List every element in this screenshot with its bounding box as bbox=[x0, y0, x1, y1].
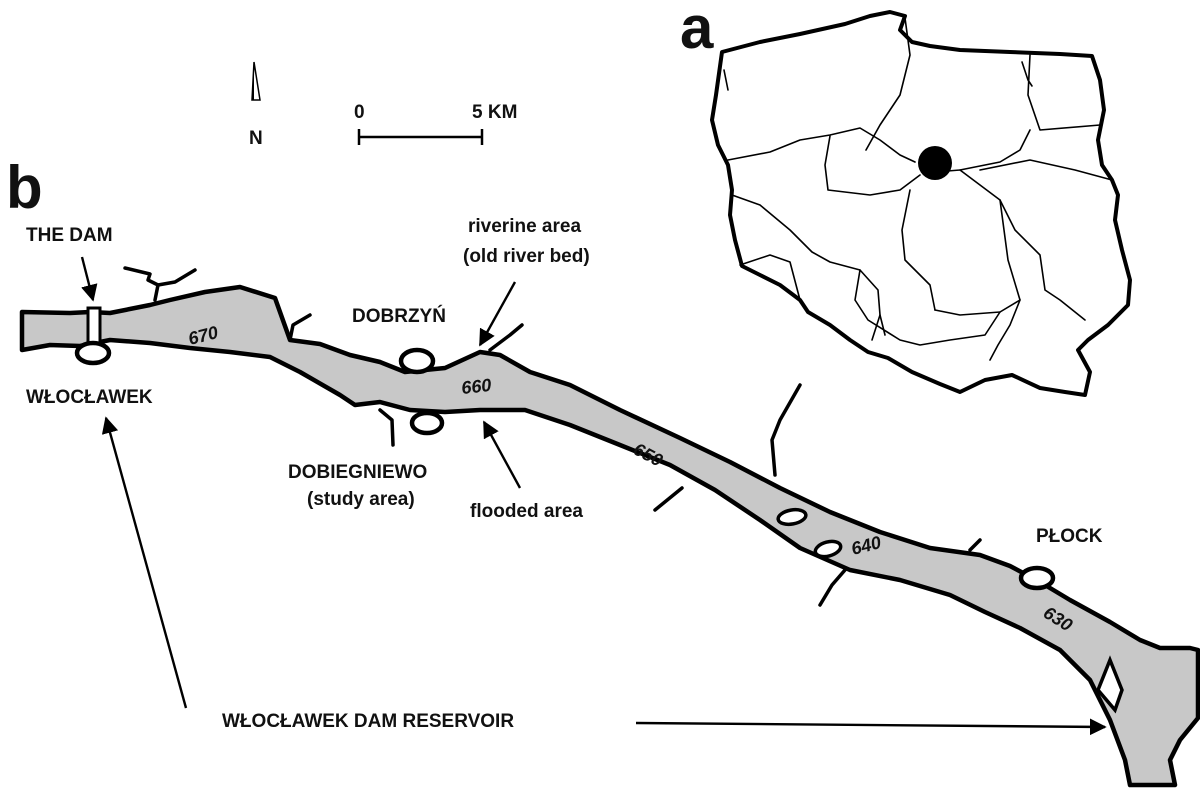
island bbox=[813, 539, 843, 559]
town-marker-dobrzyn bbox=[398, 347, 436, 375]
region-boundary bbox=[979, 159, 1113, 181]
region-boundary bbox=[739, 254, 801, 301]
dam bbox=[86, 306, 102, 346]
arrow-riverine-area bbox=[478, 281, 517, 347]
tributaries bbox=[123, 266, 982, 607]
scale-bar: 0 5 KM bbox=[354, 102, 517, 145]
arrow-flooded-area bbox=[482, 420, 522, 489]
region-boundary bbox=[727, 127, 916, 163]
region-boundary bbox=[824, 135, 921, 196]
region-boundary bbox=[1027, 54, 1101, 131]
arrow-the-dam bbox=[80, 256, 98, 302]
region-boundary bbox=[865, 17, 911, 151]
label-riverine-area: riverine area bbox=[468, 216, 581, 237]
region-boundary bbox=[959, 169, 1086, 321]
arrow-reservoir-to-plock bbox=[635, 718, 1107, 736]
label-dobrzyn: DOBRZYŃ bbox=[352, 305, 446, 327]
poland-inset-map bbox=[710, 10, 1132, 397]
study-location-dot bbox=[918, 146, 952, 180]
label-plock: PŁOCK bbox=[1036, 526, 1103, 547]
label-study-area: (study area) bbox=[307, 489, 415, 510]
island bbox=[1095, 655, 1124, 714]
poland-border bbox=[710, 10, 1132, 397]
reservoir-water-body bbox=[19, 284, 1200, 788]
label-wloclawek: WŁOCŁAWEK bbox=[26, 387, 153, 408]
region-boundary bbox=[871, 314, 881, 341]
label-reservoir: WŁOCŁAWEK DAM RESERVOIR bbox=[222, 711, 514, 732]
region-boundary bbox=[934, 199, 1021, 316]
north-arrow: N bbox=[249, 61, 263, 149]
scale-start-label: 0 bbox=[354, 102, 365, 123]
region-boundary bbox=[989, 299, 1021, 361]
lagoon-mark bbox=[723, 69, 729, 91]
town-marker-plock bbox=[1018, 565, 1056, 591]
region-boundary bbox=[901, 189, 936, 311]
label-dobiegniewo: DOBIEGNIEWO bbox=[288, 462, 427, 483]
region-boundary bbox=[934, 129, 1031, 173]
arrow-reservoir-to-wloclawek bbox=[101, 416, 188, 709]
region-boundary bbox=[731, 194, 886, 336]
north-arrow-label: N bbox=[249, 128, 263, 149]
lagoon-mark bbox=[1021, 61, 1033, 87]
island bbox=[776, 507, 808, 527]
label-flooded-area: flooded area bbox=[470, 501, 583, 522]
river-km-label: 660 bbox=[460, 375, 492, 398]
label-old-river-bed: (old river bed) bbox=[463, 246, 590, 267]
label-the-dam: THE DAM bbox=[26, 225, 113, 246]
panel-label-a: a bbox=[680, 0, 714, 61]
town-marker-dobiegniewo bbox=[409, 410, 445, 436]
panel-label-b: b bbox=[6, 154, 43, 221]
scale-end-label: 5 KM bbox=[472, 102, 517, 123]
region-boundary bbox=[854, 269, 1001, 346]
town-marker-wloclawek bbox=[74, 340, 112, 366]
